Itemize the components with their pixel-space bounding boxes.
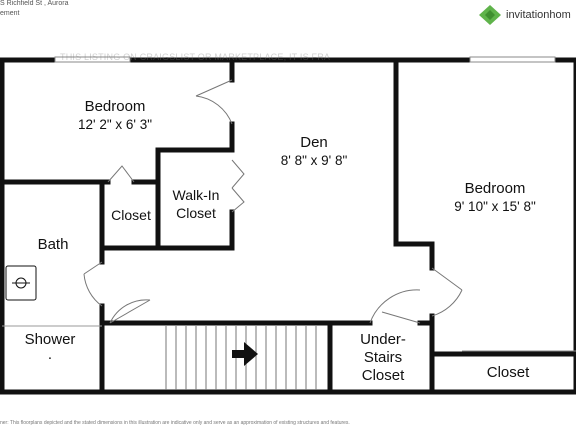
walls — [0, 57, 576, 395]
room-understairs-closet: Under- Stairs Closet — [336, 331, 430, 385]
room-closet-small-name: Closet — [111, 207, 151, 223]
door-bedroom2 — [431, 267, 463, 317]
door-closet-small — [107, 165, 135, 183]
room-bedroom1-dims: 12' 2" x 6' 3" — [77, 117, 153, 132]
room-den: Den 8' 8" x 9' 8" — [244, 134, 384, 170]
room-closet-right-name: Closet — [486, 364, 530, 381]
listing-address: S Richfield St , Aurora — [0, 0, 69, 7]
door-walkin — [231, 159, 245, 213]
room-bath-name: Bath — [37, 236, 69, 253]
room-understairs-line1: Under- — [360, 331, 406, 348]
room-closet-right: Closet — [440, 364, 576, 382]
door-bath — [83, 261, 103, 307]
room-bedroom1-name: Bedroom — [84, 98, 146, 115]
room-walkin-line1: Walk-In — [172, 187, 220, 203]
sink-icon — [5, 265, 37, 301]
room-shower-sub: . — [47, 346, 53, 363]
disclaimer-text: ner: This floorplans depicted and the st… — [0, 420, 350, 426]
listing-level: ement — [0, 10, 20, 17]
room-walkin-closet: Walk-In Closet — [160, 186, 232, 222]
room-bedroom2-name: Bedroom — [464, 180, 526, 197]
room-den-name: Den — [300, 134, 328, 151]
watermark-text: THIS LISTING ON CRAIGSLIST OR MARKETPLAC… — [60, 52, 331, 62]
arrow-right-icon — [232, 342, 258, 366]
door-understairs — [369, 289, 421, 324]
room-shower-name: Shower — [24, 331, 76, 348]
door-hall — [109, 299, 151, 324]
room-understairs-line2: Stairs — [363, 349, 403, 366]
diamond-logo-icon — [479, 5, 501, 25]
room-den-dims: 8' 8" x 9' 8" — [280, 153, 348, 168]
doors — [83, 79, 463, 324]
brand-logo: invitationhom — [478, 4, 576, 26]
room-bedroom1: Bedroom 12' 2" x 6' 3" — [40, 98, 190, 134]
windows — [54, 56, 556, 63]
room-understairs-line3: Closet — [361, 367, 405, 384]
door-bedroom1 — [195, 79, 233, 125]
room-bedroom2: Bedroom 9' 10" x 15' 8" — [420, 180, 570, 216]
brand-name: invitationhom — [506, 9, 571, 21]
room-closet-small: Closet — [103, 206, 159, 224]
room-bath: Bath — [20, 236, 86, 254]
room-shower: Shower . — [8, 331, 92, 363]
room-walkin-line2: Closet — [176, 205, 216, 221]
room-bedroom2-dims: 9' 10" x 15' 8" — [454, 199, 536, 214]
